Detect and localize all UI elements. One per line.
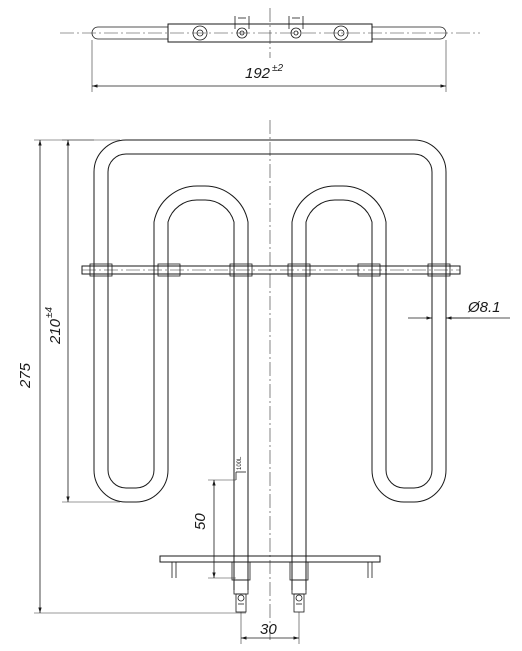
dim-total-height: 275 — [17, 139, 246, 614]
dim-element-height-tolerance: ±4 — [44, 307, 55, 318]
bottom-terminal-left — [233, 579, 249, 613]
dim-flange-offset-value: 50 — [192, 513, 209, 530]
heating-tube — [93, 139, 447, 590]
dim-terminal-spacing: 30 — [240, 612, 300, 644]
marking-label: 100L — [235, 456, 246, 480]
front-view: 100L — [17, 120, 510, 644]
top-view: 192 ±2 — [60, 8, 480, 92]
dim-tube-diameter-value: Ø8.1 — [467, 299, 501, 316]
support-bracket — [81, 263, 461, 277]
dim-width-value: 192 — [245, 65, 271, 82]
top-terminal-right — [288, 16, 304, 39]
dim-width-tolerance: ±2 — [272, 63, 283, 74]
top-terminal-left — [234, 16, 250, 39]
dim-element-height: 210 ±4 — [44, 139, 120, 503]
bottom-terminal-right — [291, 579, 307, 613]
dim-terminal-spacing-value: 30 — [260, 621, 277, 638]
svg-text:100L: 100L — [237, 456, 243, 470]
dim-element-height-value: 210 — [47, 318, 64, 345]
dim-flange-offset: 50 — [192, 479, 236, 579]
dim-total-height-value: 275 — [17, 362, 34, 389]
dim-tube-diameter: Ø8.1 — [408, 299, 510, 320]
